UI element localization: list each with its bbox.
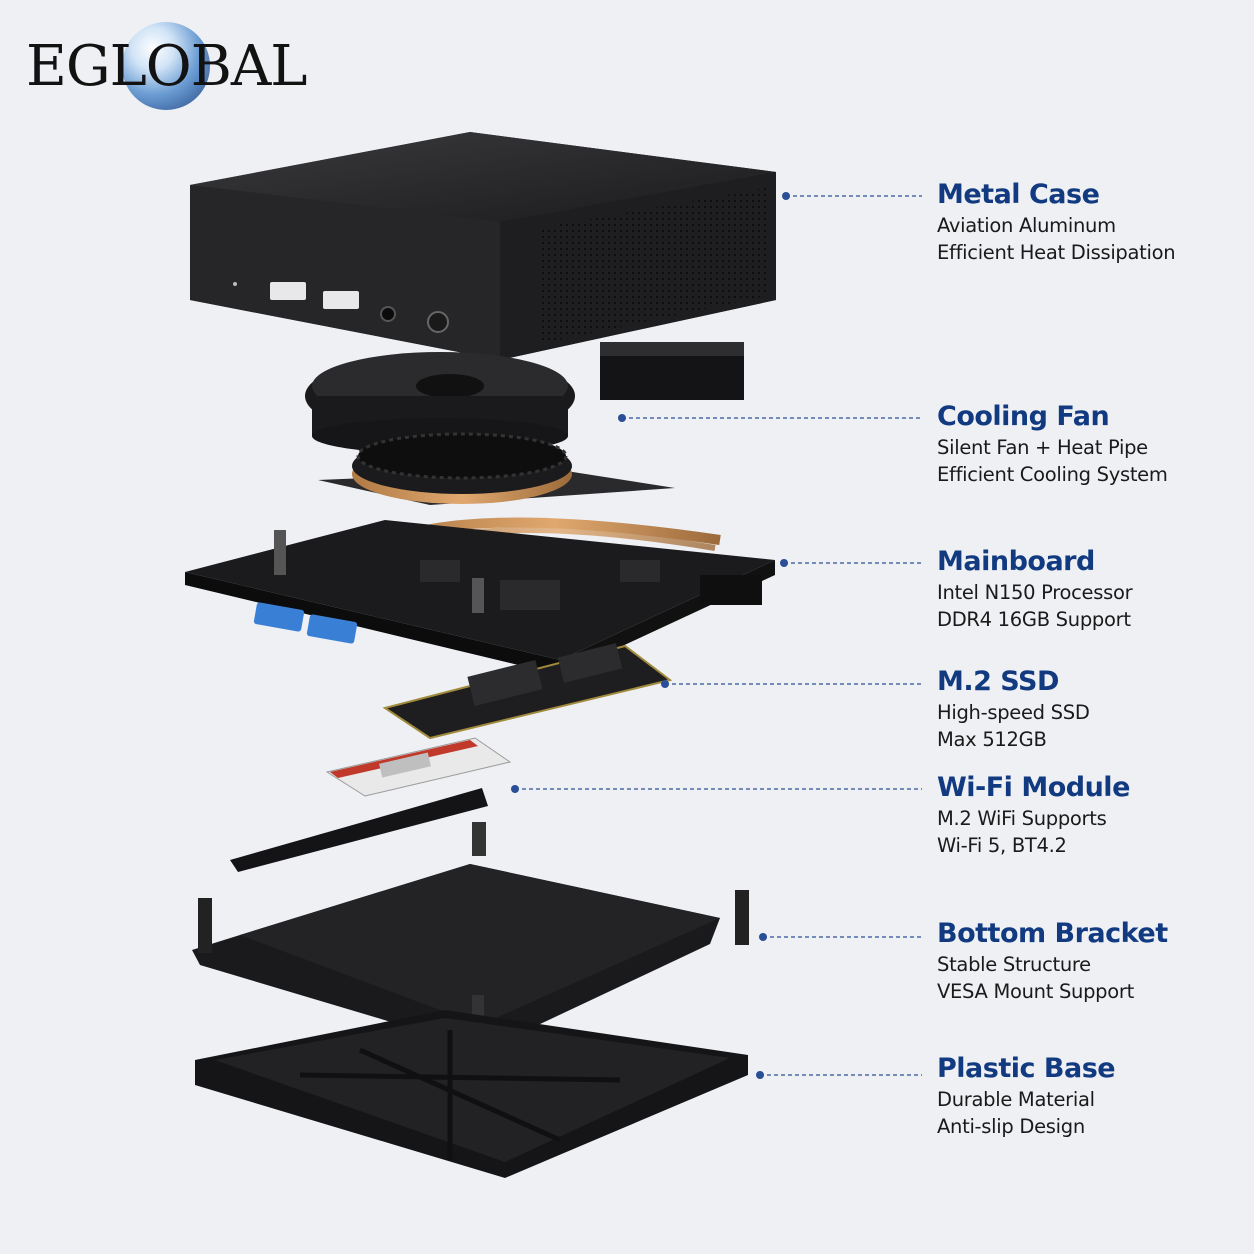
label-title: Bottom Bracket <box>937 918 1168 949</box>
thermal-pad-part <box>230 788 488 872</box>
label-line: DDR4 16GB Support <box>937 608 1131 631</box>
m2-ssd-part <box>382 643 673 740</box>
label-line: VESA Mount Support <box>937 980 1134 1003</box>
label-line: Max 512GB <box>937 728 1047 751</box>
label-wifi-module: Wi-Fi Module M.2 WiFi Supports Wi-Fi 5, … <box>937 771 1237 859</box>
leader-lines <box>515 195 922 1076</box>
label-m2-ssd: M.2 SSD High-speed SSD Max 512GB <box>937 665 1237 753</box>
label-line: High-speed SSD <box>937 701 1090 724</box>
label-line: Intel N150 Processor <box>937 581 1133 604</box>
usb-port-icon <box>253 602 305 632</box>
wifi-module-part <box>325 737 512 797</box>
label-line: Anti-slip Design <box>937 1115 1085 1138</box>
audio-jack-icon <box>380 306 396 322</box>
label-title: Mainboard <box>937 546 1095 577</box>
label-metal-case: Metal Case Aviation Aluminum Efficient H… <box>937 178 1237 266</box>
label-line: M.2 WiFi Supports <box>937 807 1107 830</box>
label-cooling-fan: Cooling Fan Silent Fan + Heat Pipe Effic… <box>937 400 1237 488</box>
usb-port-icon <box>323 291 359 309</box>
globe-icon <box>122 22 210 110</box>
label-bottom-bracket: Bottom Bracket Stable Structure VESA Mou… <box>937 917 1237 1005</box>
label-title: Plastic Base <box>937 1053 1116 1084</box>
usb-port-icon <box>270 282 306 300</box>
label-mainboard: Mainboard Intel N150 Processor DDR4 16GB… <box>937 545 1237 633</box>
bottom-bracket-part <box>192 864 749 1050</box>
label-line: Stable Structure <box>937 953 1091 976</box>
label-title: Cooling Fan <box>937 401 1110 432</box>
brand-logo: EGLOBAL <box>26 22 307 112</box>
leader-dots <box>511 192 790 1079</box>
mainboard-part <box>185 520 775 675</box>
standoff-icon <box>198 898 212 953</box>
usb-port-icon <box>306 614 358 644</box>
metal-case-part <box>190 132 776 360</box>
label-line: Wi-Fi 5, BT4.2 <box>937 834 1067 857</box>
cooling-fan-part <box>305 342 744 551</box>
brand-name: EGLOBAL <box>26 34 307 99</box>
label-title: Wi-Fi Module <box>937 772 1130 803</box>
label-plastic-base: Plastic Base Durable Material Anti-slip … <box>937 1052 1237 1140</box>
power-button-icon <box>427 311 449 333</box>
label-line: Efficient Cooling System <box>937 463 1168 486</box>
plastic-base-part <box>195 1010 748 1178</box>
label-title: M.2 SSD <box>937 666 1059 697</box>
standoff-icon <box>735 890 749 945</box>
label-line: Efficient Heat Dissipation <box>937 241 1176 264</box>
label-line: Aviation Aluminum <box>937 214 1116 237</box>
label-line: Silent Fan + Heat Pipe <box>937 436 1148 459</box>
label-line: Durable Material <box>937 1088 1095 1111</box>
label-title: Metal Case <box>937 179 1100 210</box>
